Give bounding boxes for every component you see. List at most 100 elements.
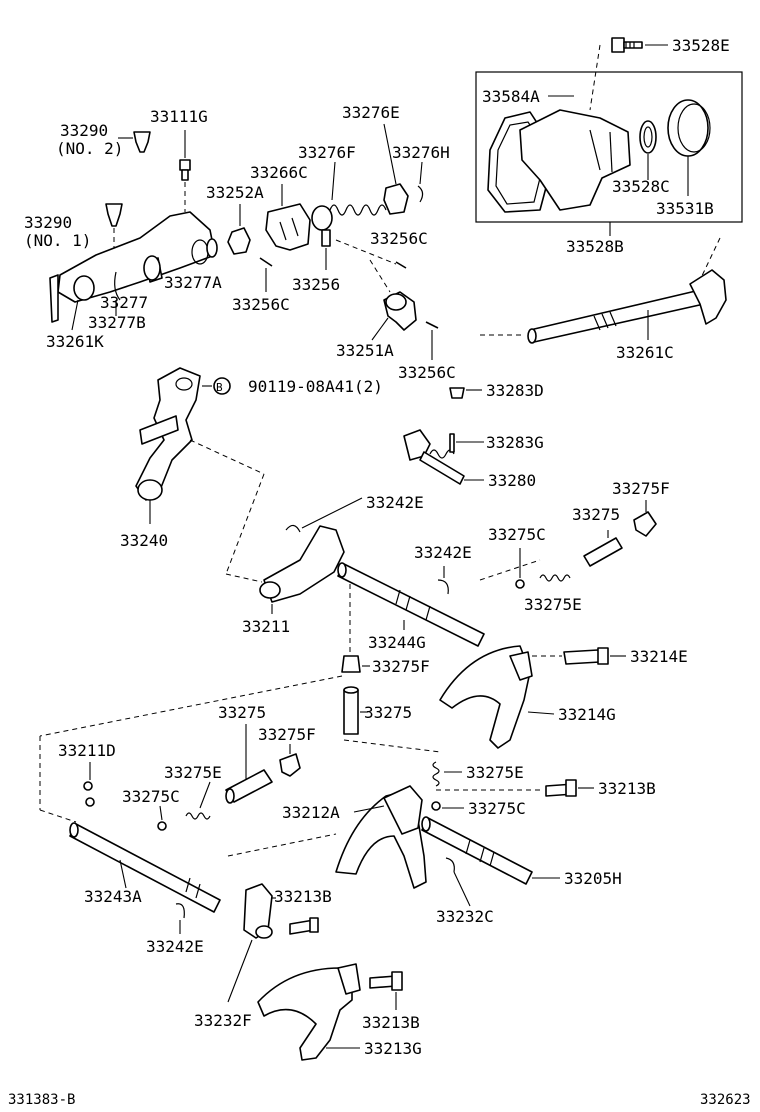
clip-33242E-a	[285, 524, 301, 533]
detent-parts-right	[515, 500, 657, 589]
label-33111G: 33111G	[150, 107, 208, 126]
pin-33256	[321, 229, 331, 247]
shift-retainer-group	[49, 123, 439, 360]
label-33275F-a: 33275F	[612, 479, 670, 498]
label-33276H: 33276H	[392, 143, 450, 162]
label-33275-c: 33275	[218, 703, 266, 722]
label-33256C-b: 33256C	[232, 295, 290, 314]
label-33251A: 33251A	[336, 341, 394, 360]
dust-boot-33531B	[667, 99, 709, 157]
plug-33275F-a	[633, 511, 657, 537]
clip-33242E-c	[175, 903, 185, 919]
label-33528E: 33528E	[672, 36, 730, 55]
label-33275E-c: 33275E	[466, 763, 524, 782]
label-33275F-b: 33275F	[372, 657, 430, 676]
label-33275E-a: 33275E	[524, 595, 582, 614]
label-33244G: 33244G	[368, 633, 426, 652]
label-33290-no1: 33290	[24, 213, 72, 232]
label-33256C-c: 33256C	[398, 363, 456, 382]
pin-33275-b	[343, 689, 359, 735]
label-33261C: 33261C	[616, 343, 674, 362]
fork-33213G	[257, 963, 403, 1061]
label-33213G: 33213G	[364, 1039, 422, 1058]
label-33213B-b: 33213B	[274, 887, 332, 906]
label-33531B: 33531B	[656, 199, 714, 218]
footer-right-code: 332623	[700, 1092, 751, 1108]
spring-33275E-a	[539, 574, 571, 582]
label-33252A: 33252A	[206, 183, 264, 202]
label-33276F: 33276F	[298, 143, 356, 162]
shift-inner-lever-33240	[135, 367, 265, 583]
ball-33211D-b	[85, 797, 95, 807]
label-33584A: 33584A	[482, 87, 540, 106]
fork-shaft-33244G	[337, 559, 541, 647]
label-33275C-b: 33275C	[122, 787, 180, 806]
spring-33276F	[329, 204, 387, 216]
label-33212A: 33212A	[282, 803, 340, 822]
label-33232C: 33232C	[436, 907, 494, 926]
label-33275-b: 33275	[364, 703, 412, 722]
group-box	[475, 71, 743, 223]
label-33275-a: 33275	[572, 505, 620, 524]
bolt-90119: B	[202, 377, 231, 395]
ball-33275C-b	[157, 821, 167, 831]
detent-center-column	[39, 584, 441, 823]
label-33275F-c: 33275F	[258, 725, 316, 744]
label-33242E-b: 33242E	[414, 543, 472, 562]
plug-33290-no1	[105, 203, 123, 227]
label-33213B-c: 33213B	[362, 1013, 420, 1032]
fork-33212A	[227, 785, 471, 907]
spring-33275E-c	[432, 761, 440, 787]
part-labels: 33528E 33584A 33528C 33531B 33528B 33261…	[24, 36, 730, 1058]
label-33275C-a: 33275C	[488, 525, 546, 544]
plug-33276E	[383, 183, 409, 215]
label-33528B: 33528B	[566, 237, 624, 256]
label-33256C-a: 33256C	[370, 229, 428, 248]
label-33275C-c: 33275C	[468, 799, 526, 818]
plug-33275F-b	[341, 655, 361, 673]
label-33277: 33277	[100, 293, 148, 312]
selector-33280	[403, 429, 484, 485]
label-33213B-a: 33213B	[598, 779, 656, 798]
label-33240: 33240	[120, 531, 168, 550]
clip-33232C	[445, 857, 455, 873]
label-33283G: 33283G	[486, 433, 544, 452]
label-33205H: 33205H	[564, 869, 622, 888]
clip-33277B	[114, 271, 121, 301]
clip-33276H	[417, 185, 424, 203]
label-33280: 33280	[488, 471, 536, 490]
label-33277B: 33277B	[88, 313, 146, 332]
label-no2: (NO. 2)	[56, 139, 123, 158]
clip-33242E-b	[437, 579, 449, 595]
ball-33275C-c	[431, 801, 441, 811]
ring-33252A	[227, 227, 251, 255]
fork-shaft-33205H	[421, 816, 560, 885]
extension-housing	[519, 109, 631, 211]
shift-head-33211	[259, 497, 363, 614]
svg-text:B: B	[216, 381, 223, 394]
shift-lever-shaft-33261C	[480, 237, 727, 344]
pin-33283G	[449, 433, 455, 453]
pin-33275-a	[583, 537, 623, 567]
pin-33256C-c	[425, 321, 439, 329]
shift-head-33232F	[227, 883, 319, 1003]
footer-left-code: 331383-B	[8, 1092, 75, 1108]
pin-33256C-b	[259, 257, 273, 267]
ring-33277A	[206, 238, 218, 258]
label-33232F: 33232F	[194, 1011, 252, 1030]
plug-33111G	[179, 159, 191, 171]
bolt-33528E	[611, 37, 643, 53]
bolt-33214E	[563, 649, 601, 665]
label-33276E: 33276E	[342, 103, 400, 122]
label-33283D: 33283D	[486, 381, 544, 400]
label-33256: 33256	[292, 275, 340, 294]
fork-shaft-33243A	[69, 822, 221, 934]
ball-33275C-a	[515, 579, 525, 589]
label-33214G: 33214G	[558, 705, 616, 724]
label-33211: 33211	[242, 617, 290, 636]
spring-33275E-b	[185, 812, 211, 820]
label-90119: 90119-08A41(2)	[248, 377, 383, 396]
footer: 331383-B 332623	[8, 1092, 751, 1108]
label-33214E: 33214E	[630, 647, 688, 666]
